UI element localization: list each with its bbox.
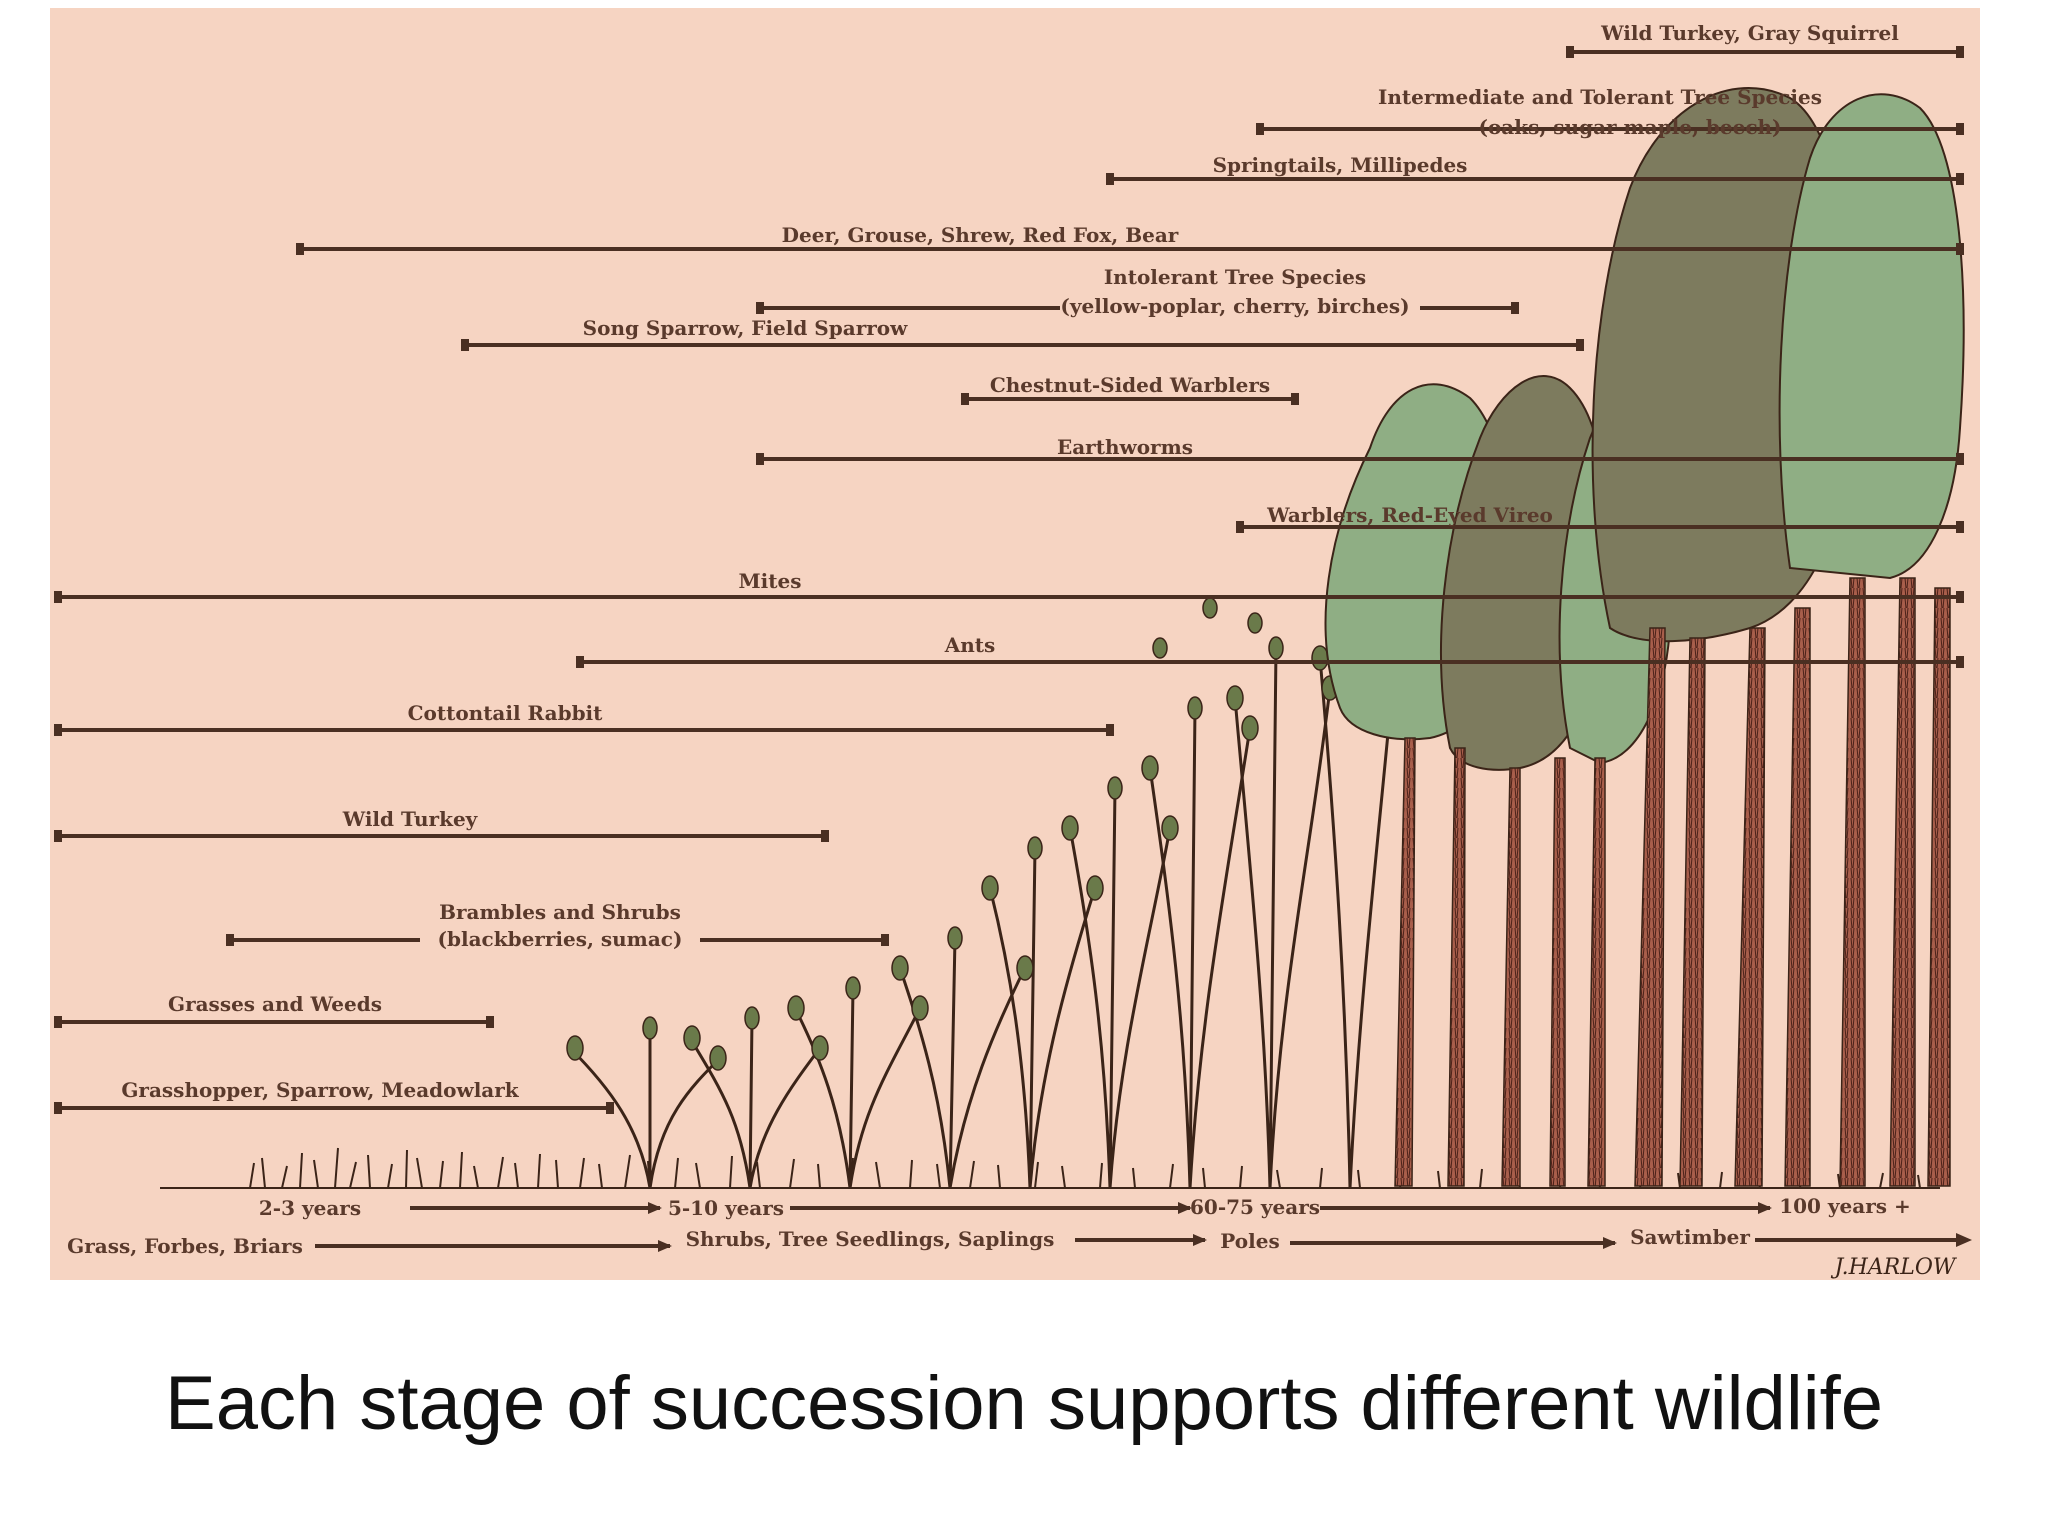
range-bar-endcaps [54,46,1964,1114]
label-brambles-line2: (blackberries, sumac) [438,927,683,951]
succession-diagram: Wild Turkey, Gray Squirrel Intermediate … [54,21,1972,1280]
slide-caption: Each stage of succession supports differ… [165,1361,1883,1446]
sawtimber-canopies [1591,87,1965,643]
label-intermediate-line2: (oaks, sugar maple, beech) [1478,115,1781,139]
arrowhead [1758,1202,1772,1214]
label-intolerant-line2: (yellow-poplar, cherry, birches) [1060,294,1409,318]
label-springtails: Springtails, Millipedes [1213,153,1468,177]
arrowhead [1193,1234,1207,1246]
time-axis: 2-3 years 5-10 years 60-75 years 100 yea… [259,1194,1911,1220]
label-ants: Ants [944,633,996,657]
label-wild-turkey: Wild Turkey [342,807,479,831]
label-grasses: Grasses and Weeds [168,992,382,1016]
artist-signature: J.HARLOW [1831,1255,1958,1280]
succession-illustration: Wild Turkey, Gray Squirrel Intermediate … [50,8,1980,1280]
arrowhead [1603,1237,1617,1249]
stage-label-sawtimber: Sawtimber [1630,1225,1750,1249]
time-label-100-years: 100 years + [1779,1194,1911,1218]
label-mites: Mites [739,569,802,593]
label-earthworms: Earthworms [1057,435,1193,459]
label-wild-turkey-gray-squirrel: Wild Turkey, Gray Squirrel [1600,21,1899,45]
time-label-2-3-years: 2-3 years [259,1196,361,1220]
species-labels: Wild Turkey, Gray Squirrel Intermediate … [121,21,1899,1102]
arrowhead [658,1240,672,1252]
stage-label-shrubs-seedlings: Shrubs, Tree Seedlings, Saplings [686,1227,1055,1251]
label-warblers-vireo: Warblers, Red-Eyed Vireo [1266,503,1553,527]
species-range-bars [58,50,1960,1110]
label-cottontail: Cottontail Rabbit [408,701,604,725]
arrowhead [1178,1202,1192,1214]
stage-axis: Grass, Forbes, Briars Shrubs, Tree Seedl… [67,1225,1972,1258]
shrubs-and-saplings [568,647,1397,1189]
time-label-5-10-years: 5-10 years [668,1196,784,1220]
tree-trunks [1394,577,1951,1187]
label-intolerant-line1: Intolerant Tree Species [1104,265,1366,289]
time-label-60-75-years: 60-75 years [1190,1195,1320,1219]
label-intermediate-line1: Intermediate and Tolerant Tree Species [1378,85,1822,109]
label-chestnut-warblers: Chestnut-Sided Warblers [990,373,1270,397]
label-deer: Deer, Grouse, Shrew, Red Fox, Bear [782,223,1179,247]
stage-label-grass-forbs-briars: Grass, Forbes, Briars [67,1234,303,1258]
label-brambles-line1: Brambles and Shrubs [439,900,681,924]
stage-label-poles: Poles [1220,1229,1279,1253]
label-song-sparrow: Song Sparrow, Field Sparrow [583,316,908,340]
arrowhead [648,1202,662,1214]
ground-grass [160,1147,1940,1189]
label-grasshopper: Grasshopper, Sparrow, Meadowlark [121,1078,519,1102]
arrowhead [1956,1233,1972,1247]
